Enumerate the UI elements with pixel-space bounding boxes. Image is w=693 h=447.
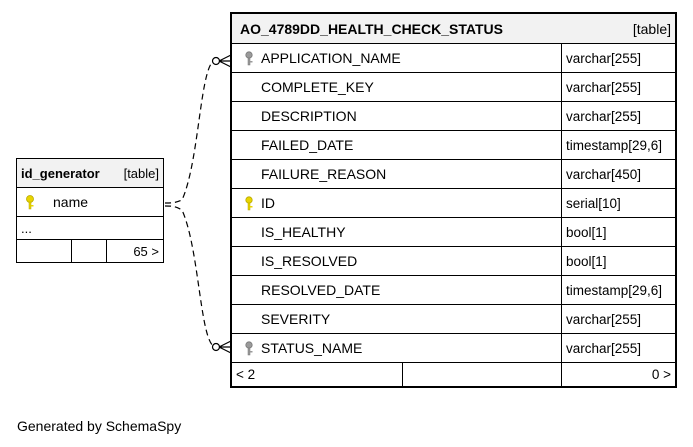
table-row: ID serial[10] <box>230 188 677 218</box>
table-row: IS_HEALTHY bool[1] <box>230 217 677 247</box>
column-name: APPLICATION_NAME <box>261 50 401 66</box>
table-row: FAILED_DATE timestamp[29,6] <box>230 130 677 160</box>
column-type: timestamp[29,6] <box>561 275 677 305</box>
table-row: SEVERITY varchar[255] <box>230 304 677 334</box>
primary-key-icon <box>245 196 253 211</box>
parents-count: < 2 <box>230 362 403 388</box>
ellipsis-row: ... <box>16 216 164 240</box>
column-type: bool[1] <box>561 246 677 276</box>
column-name: name <box>53 194 89 210</box>
column-name: DESCRIPTION <box>261 108 357 124</box>
table-row: DESCRIPTION varchar[255] <box>230 101 677 131</box>
column-type: bool[1] <box>561 217 677 247</box>
column-name: IS_RESOLVED <box>261 253 358 269</box>
column-name: STATUS_NAME <box>261 340 363 356</box>
foreign-key-icon <box>245 51 253 66</box>
table-row: FAILURE_REASON varchar[450] <box>230 159 677 189</box>
table-row: COMPLETE_KEY varchar[255] <box>230 72 677 102</box>
children-count: 65 > <box>106 239 164 263</box>
children-count: 0 > <box>561 362 677 388</box>
id-generator-table: id_generator [table] name ... 65 > <box>16 158 164 263</box>
column-type: varchar[255] <box>561 304 677 334</box>
table-kind: [table] <box>123 165 159 181</box>
relationship-line-status-name <box>164 205 217 348</box>
column-type: serial[10] <box>561 188 677 218</box>
crowfoot-circle-top <box>211 56 221 66</box>
column-name: RESOLVED_DATE <box>261 282 381 298</box>
column-type: varchar[255] <box>561 72 677 102</box>
column-name: SEVERITY <box>261 311 331 327</box>
column-type: varchar[255] <box>561 43 677 73</box>
crowfoot-circle-bottom <box>211 342 221 352</box>
foreign-key-icon <box>245 341 253 356</box>
column-name: ID <box>261 195 275 211</box>
table-name: id_generator <box>21 165 100 181</box>
primary-key-icon <box>26 195 34 210</box>
column-name: FAILED_DATE <box>261 137 354 153</box>
column-type: varchar[255] <box>561 101 677 131</box>
column-type: varchar[450] <box>561 159 677 189</box>
table-kind: [table] <box>632 20 671 37</box>
ao-health-check-status-table: AO_4789DD_HEALTH_CHECK_STATUS [table] AP… <box>230 12 677 388</box>
table-row: name <box>16 187 164 217</box>
column-name: FAILURE_REASON <box>261 166 387 182</box>
relationship-line-application-name <box>164 59 217 204</box>
crowfoot-top <box>218 54 232 68</box>
column-type: varchar[255] <box>561 333 677 363</box>
column-name: COMPLETE_KEY <box>261 79 374 95</box>
generated-by-label: Generated by SchemaSpy <box>17 418 182 434</box>
crowfoot-bottom <box>218 340 232 354</box>
ellipsis: ... <box>16 216 164 240</box>
column-name: IS_HEALTHY <box>261 224 346 240</box>
column-type: timestamp[29,6] <box>561 130 677 160</box>
table-footer: 65 > <box>16 239 164 263</box>
table-row: IS_RESOLVED bool[1] <box>230 246 677 276</box>
table-row: STATUS_NAME varchar[255] <box>230 333 677 363</box>
table-row: RESOLVED_DATE timestamp[29,6] <box>230 275 677 305</box>
table-name: AO_4789DD_HEALTH_CHECK_STATUS <box>240 20 503 37</box>
table-footer: < 2 0 > <box>230 362 677 388</box>
table-row: APPLICATION_NAME varchar[255] <box>230 43 677 73</box>
